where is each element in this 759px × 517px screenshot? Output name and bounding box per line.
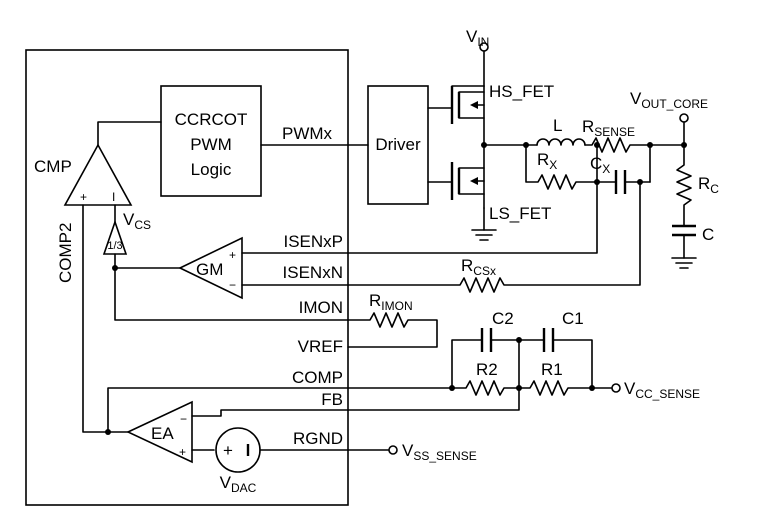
vout-core-terminal xyxy=(679,113,689,123)
r1-label: R1 xyxy=(541,360,563,379)
vss-sense-label: VSS_SENSE xyxy=(402,441,477,463)
rx-label: RX xyxy=(537,150,557,172)
cmp-minus: I xyxy=(112,190,115,204)
rc-label: RC xyxy=(698,174,719,196)
vdac-plus: + xyxy=(223,441,233,460)
ccrcot-label-line1: CCRCOT xyxy=(175,110,248,129)
isenxp-external-wire xyxy=(347,181,598,254)
fb-label: FB xyxy=(321,390,343,409)
ccrcot-label-line2: PWM xyxy=(190,135,232,154)
ea-plus: + xyxy=(179,445,186,459)
vref-label: VREF xyxy=(298,337,343,356)
comp-internal-wire xyxy=(107,387,349,433)
c-label: C xyxy=(702,225,714,244)
cmp-label: CMP xyxy=(34,157,72,176)
isenxp-label: ISENxP xyxy=(283,232,343,251)
fb-external-wire xyxy=(347,387,520,411)
hs-fet-label: HS_FET xyxy=(489,82,554,101)
r2-resistor xyxy=(451,380,520,396)
rimon-label: RIMON xyxy=(369,291,413,313)
inductor-l xyxy=(536,138,586,146)
rgnd-label: RGND xyxy=(293,429,343,448)
vout-core-label: VOUT_CORE xyxy=(630,89,708,111)
gm-minus: − xyxy=(229,278,236,292)
vcs-label: VCS xyxy=(123,210,151,232)
vin-label: VIN xyxy=(466,27,489,49)
comp2-wire xyxy=(82,204,109,433)
pwmx-label: PWMx xyxy=(282,124,333,143)
rc-resistor xyxy=(676,144,692,227)
comp2-label: COMP2 xyxy=(56,223,75,283)
rcsx-label: RCSx xyxy=(461,256,496,278)
cx-label: CX xyxy=(590,154,610,176)
ea-label: EA xyxy=(151,424,174,443)
ea-fb-wire xyxy=(191,409,349,417)
imon-label: IMON xyxy=(299,298,343,317)
ea-amplifier xyxy=(126,400,193,464)
r2-label: R2 xyxy=(476,360,498,379)
c2-left-wire xyxy=(451,339,483,389)
ea-minus: − xyxy=(180,412,187,426)
driver-label: Driver xyxy=(375,135,421,154)
vdac-label: VDAC xyxy=(220,473,257,495)
driver-block xyxy=(367,85,429,205)
hs-fet xyxy=(450,85,485,146)
cmp-output-wire xyxy=(97,121,162,146)
comp-label: COMP xyxy=(292,368,343,387)
imon-wire xyxy=(114,253,349,321)
isenxn-label: ISENxN xyxy=(283,263,343,282)
c2-label: C2 xyxy=(492,309,514,328)
ccrcot-pwm-logic-block xyxy=(160,85,262,197)
divider-label: 1/3 xyxy=(107,240,122,252)
gm-label: GM xyxy=(196,260,223,279)
output-ground-symbol xyxy=(671,234,697,269)
ls-fet-label: LS_FET xyxy=(489,204,551,223)
rsense-resistor xyxy=(584,137,651,153)
ls-fet xyxy=(450,144,485,209)
gm-plus: + xyxy=(229,248,236,262)
cmp-comparator xyxy=(63,143,133,206)
rsense-label: RSENSE xyxy=(582,117,635,139)
vcc-sense-label: VCC_SENSE xyxy=(624,379,700,401)
vcc-sense-terminal xyxy=(611,383,621,393)
r1-resistor xyxy=(518,380,593,396)
inductor-label: L xyxy=(553,116,562,135)
rimon-resistor xyxy=(347,312,438,348)
cmp-plus: + xyxy=(80,190,87,204)
rcsx-resistor xyxy=(347,181,641,293)
gm-amplifier xyxy=(178,236,243,300)
vss-sense-terminal xyxy=(388,445,398,455)
c1-label: C1 xyxy=(562,309,584,328)
c1-right-wire xyxy=(552,339,593,389)
ccrcot-label-line3: Logic xyxy=(191,160,232,179)
ls-ground-symbol xyxy=(471,207,497,241)
rx-resistor xyxy=(525,144,617,190)
